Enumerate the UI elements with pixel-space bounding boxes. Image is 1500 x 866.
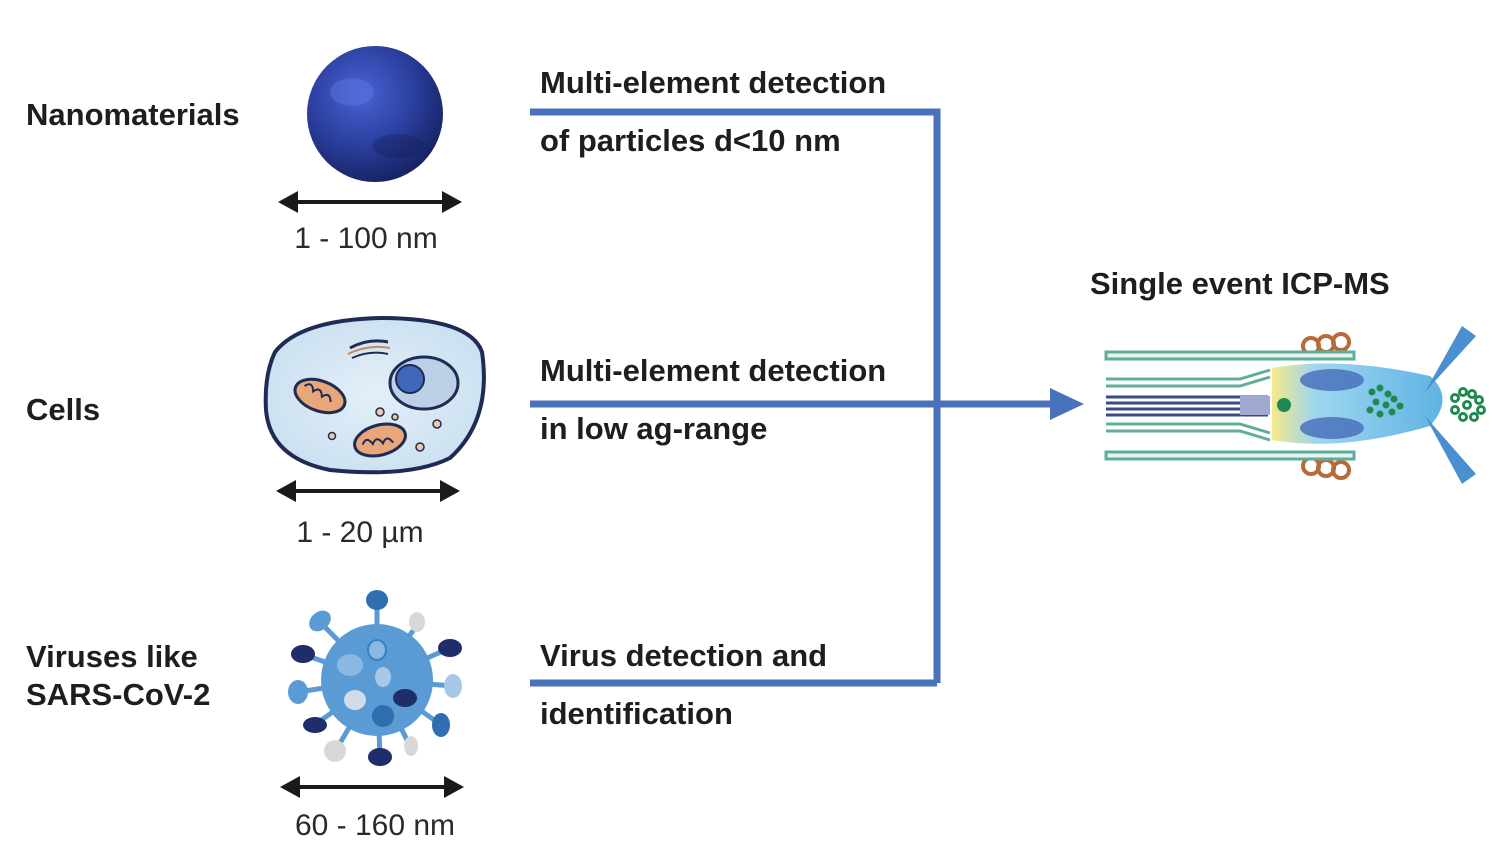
category-cells: Cells bbox=[26, 392, 101, 427]
category-viruses-line2: SARS-CoV-2 bbox=[26, 677, 211, 712]
virus-icon bbox=[288, 590, 462, 766]
target-title: Single event ICP-MS bbox=[1090, 266, 1390, 301]
category-nanomaterials: Nanomaterials bbox=[26, 97, 240, 132]
size-label-nanomaterials: 1 - 100 nm bbox=[294, 222, 438, 255]
size-label-cells: 1 - 20 µm bbox=[296, 516, 424, 549]
description-cells-line1: Multi-element detection bbox=[540, 353, 887, 388]
nanoparticle-sphere-icon bbox=[307, 46, 443, 182]
connector-lines bbox=[530, 108, 1050, 687]
connector-arrowhead-icon bbox=[1050, 388, 1084, 420]
description-nanomaterials-line1: Multi-element detection bbox=[540, 65, 887, 100]
description-nanomaterials-line2: of particles d<10 nm bbox=[540, 123, 841, 158]
cell-icon bbox=[263, 315, 486, 475]
size-label-virus: 60 - 160 nm bbox=[294, 809, 456, 842]
connector-nanomaterials bbox=[530, 108, 941, 683]
size-arrow-virus bbox=[280, 776, 464, 798]
size-arrow-nanomaterials bbox=[278, 191, 462, 213]
size-arrow-cells bbox=[276, 480, 460, 502]
description-virus-line2: identification bbox=[540, 696, 733, 731]
icp-ms-instrument-icon bbox=[1104, 326, 1486, 484]
category-viruses-line1: Viruses like bbox=[26, 639, 198, 674]
description-virus-line1: Virus detection and bbox=[540, 638, 828, 673]
description-cells-line2: in low ag-range bbox=[540, 411, 768, 446]
